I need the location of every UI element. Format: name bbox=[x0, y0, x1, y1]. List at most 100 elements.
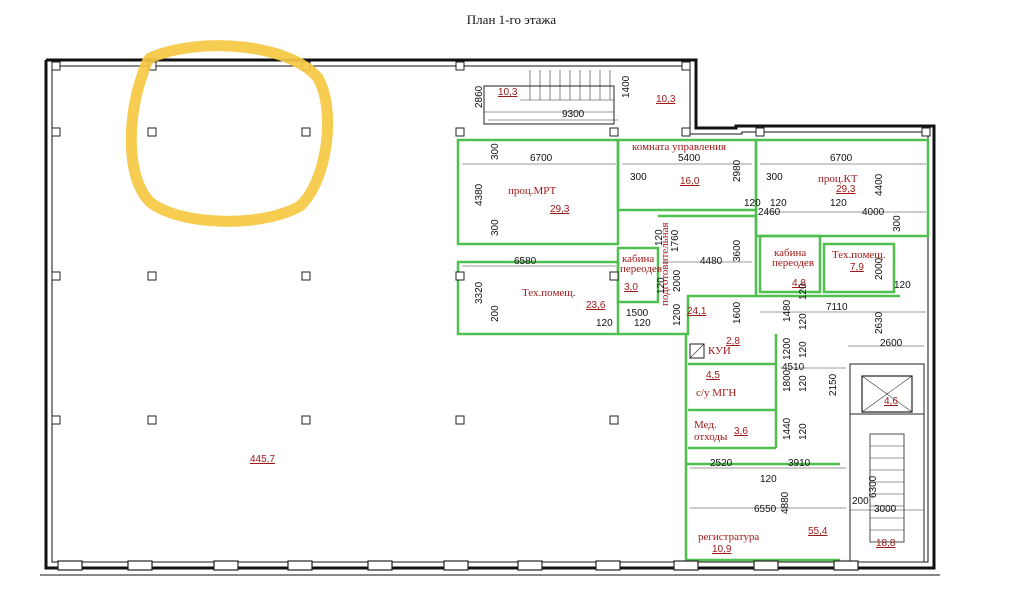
column bbox=[147, 415, 157, 425]
dim-120l: 120 bbox=[798, 375, 809, 392]
dim-5400: 5400 bbox=[678, 153, 701, 164]
dim-120d: 120 bbox=[654, 229, 665, 246]
reg-label: регистратура bbox=[698, 531, 759, 543]
dim-2000a: 2000 bbox=[672, 269, 683, 292]
cabin1-area: 3,0 bbox=[624, 282, 638, 293]
med-area: 3,6 bbox=[734, 426, 748, 437]
dim-2150: 2150 bbox=[828, 373, 839, 396]
mrt-label: проц.МРТ bbox=[508, 185, 557, 197]
dim-300f: 300 bbox=[892, 215, 903, 232]
dim-3320: 3320 bbox=[474, 281, 485, 304]
column bbox=[755, 127, 765, 137]
windows bbox=[57, 560, 859, 571]
dim-1500: 1500 bbox=[626, 308, 649, 319]
dim-4510: 4510 bbox=[782, 362, 805, 373]
dim-120n: 120 bbox=[760, 474, 777, 485]
window-mark bbox=[517, 560, 543, 571]
dim-6580: 6580 bbox=[514, 256, 537, 267]
dim-120b: 120 bbox=[744, 198, 761, 209]
dim-2520: 2520 bbox=[710, 458, 733, 469]
dim-2860: 2860 bbox=[474, 85, 485, 108]
highlight-circle bbox=[125, 40, 334, 227]
dimension-lines bbox=[462, 119, 926, 511]
tech2-area: 7,9 bbox=[850, 262, 864, 273]
right-staircase bbox=[849, 413, 925, 563]
cabin1-label-1: кабина bbox=[622, 253, 654, 265]
stair-area-1: 10,3 bbox=[498, 87, 518, 98]
dim-300a: 300 bbox=[490, 143, 501, 160]
column bbox=[301, 127, 311, 137]
columns bbox=[51, 61, 931, 425]
dim-120m: 120 bbox=[798, 423, 809, 440]
dim-9300: 9300 bbox=[562, 109, 585, 120]
column bbox=[681, 61, 691, 71]
hall-area: 445,7 bbox=[250, 454, 275, 465]
window-mark bbox=[57, 560, 83, 571]
dim-2460: 2460 bbox=[758, 207, 781, 218]
dim-1760: 1760 bbox=[670, 229, 681, 252]
dim-1400: 1400 bbox=[621, 75, 632, 98]
window-mark bbox=[213, 560, 239, 571]
column bbox=[455, 127, 465, 137]
dim-300c: 300 bbox=[630, 172, 647, 183]
stair-area-2: 10,3 bbox=[656, 94, 676, 105]
window-mark bbox=[595, 560, 621, 571]
partitions bbox=[456, 138, 930, 562]
control-room-label: комната управления bbox=[632, 141, 726, 153]
dim-1200a: 1200 bbox=[672, 303, 683, 326]
column bbox=[609, 415, 619, 425]
dim-200a: 200 bbox=[490, 305, 501, 322]
column bbox=[609, 271, 619, 281]
window-mark bbox=[367, 560, 393, 571]
tech1-area: 23,6 bbox=[586, 300, 606, 311]
wc-area: 4,5 bbox=[706, 370, 720, 381]
dim-120k: 120 bbox=[798, 341, 809, 358]
column bbox=[51, 271, 61, 281]
cabin1-label-2: переодев bbox=[620, 263, 662, 275]
dim-200b: 200 bbox=[852, 496, 869, 507]
dim-6700a: 6700 bbox=[530, 153, 553, 164]
dim-3000: 3000 bbox=[874, 504, 897, 515]
window-mark bbox=[753, 560, 779, 571]
dim-4000: 4000 bbox=[862, 207, 885, 218]
column bbox=[455, 271, 465, 281]
dim-2630: 2630 bbox=[874, 311, 885, 334]
kt-label: проц.КТ bbox=[818, 173, 858, 185]
column bbox=[147, 127, 157, 137]
dim-1800: 1800 bbox=[782, 369, 793, 392]
cabin2-area: 4,8 bbox=[792, 278, 806, 289]
reg-area: 10,9 bbox=[712, 544, 732, 555]
column bbox=[455, 415, 465, 425]
tech2-label: Тех.помещ. bbox=[832, 249, 886, 261]
dim-4380: 4380 bbox=[474, 183, 485, 206]
column bbox=[51, 61, 61, 71]
column bbox=[609, 127, 619, 137]
top-staircase bbox=[483, 70, 615, 125]
dim-4880: 4880 bbox=[780, 491, 791, 514]
dim-1200b: 1200 bbox=[782, 337, 793, 360]
dim-6300: 6300 bbox=[868, 475, 879, 498]
window-mark bbox=[287, 560, 313, 571]
outer-walls bbox=[40, 58, 940, 576]
dim-300d: 300 bbox=[766, 172, 783, 183]
dim-120c: 120 bbox=[830, 198, 847, 209]
dim-120f: 120 bbox=[894, 280, 911, 291]
prep-area: 24,1 bbox=[687, 306, 707, 317]
column bbox=[147, 271, 157, 281]
dim-4480: 4480 bbox=[700, 256, 723, 267]
wc-label: с/у МГН bbox=[696, 387, 736, 399]
kt-area: 29,3 bbox=[836, 184, 856, 195]
column bbox=[455, 61, 465, 71]
dim-1480: 1480 bbox=[782, 299, 793, 322]
window-mark bbox=[673, 560, 699, 571]
window-mark bbox=[443, 560, 469, 571]
column bbox=[921, 127, 931, 137]
dim-2980: 2980 bbox=[732, 159, 743, 182]
column bbox=[301, 415, 311, 425]
dim-3910: 3910 bbox=[788, 458, 811, 469]
dim-120h: 120 bbox=[634, 318, 651, 329]
dim-3600: 3600 bbox=[732, 239, 743, 262]
dim-4400: 4400 bbox=[874, 173, 885, 196]
dim-1600: 1600 bbox=[732, 301, 743, 324]
